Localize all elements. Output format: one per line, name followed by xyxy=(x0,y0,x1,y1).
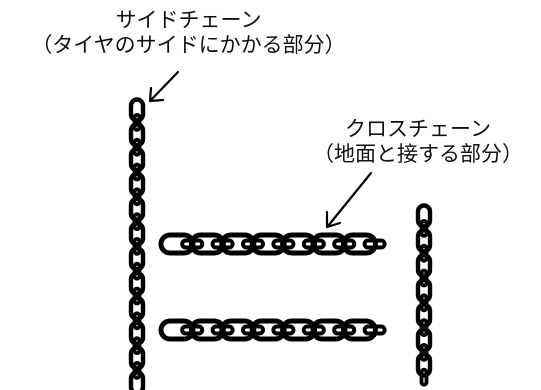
lower-cross-chain-link xyxy=(280,318,318,342)
right-side-chain-link xyxy=(415,203,433,229)
left-side-chain-link xyxy=(128,196,146,222)
lower-cross-chain-link xyxy=(340,318,378,342)
left-side-chain-link xyxy=(132,311,142,331)
right-side-chain-link xyxy=(419,367,429,387)
left-side-chain-link xyxy=(132,286,142,306)
left-side-chain-link xyxy=(128,295,146,322)
upper-cross-chain-link xyxy=(280,232,318,256)
right-side-chain-link xyxy=(415,352,433,378)
side-chain-arrow xyxy=(148,70,180,103)
left-side-chain-link xyxy=(128,97,146,123)
left-side-chain-link xyxy=(128,221,146,247)
lower-cross-chain-link xyxy=(310,318,348,342)
left-side-chain-link xyxy=(132,137,142,157)
right-side-chain-link xyxy=(419,218,429,238)
left-side-chain-link xyxy=(132,261,142,281)
left-side-chain-link xyxy=(132,162,142,182)
left-side-chain-link xyxy=(132,360,142,380)
side-chain-title: サイドチェーン xyxy=(115,8,262,32)
right-side-chain-link xyxy=(419,243,429,263)
right-side-chain-link xyxy=(419,342,429,362)
left-side-chain-link xyxy=(132,113,142,132)
chain-group xyxy=(128,97,433,390)
cross-chain-label: クロスチェーン （地面と接する部分） xyxy=(296,117,540,167)
left-side-chain-link xyxy=(128,246,146,272)
upper-cross-chain-link xyxy=(310,232,348,256)
left-side-chain-link xyxy=(132,212,142,232)
lower-cross-chain-link xyxy=(249,318,287,342)
left-side-chain-link xyxy=(132,236,142,256)
right-side-chain-link xyxy=(415,327,433,353)
left-side-chain-link xyxy=(128,146,146,173)
side-chain-note: （タイヤのサイドにかかる部分） xyxy=(31,33,346,57)
upper-cross-chain-link xyxy=(219,232,257,256)
cross-chain-title: クロスチェーン xyxy=(345,117,491,141)
side-chain-label: サイドチェーン （タイヤのサイドにかかる部分） xyxy=(0,8,377,58)
left-side-chain-link xyxy=(128,345,146,371)
arrow-group xyxy=(148,70,373,229)
lower-cross-chain-link xyxy=(188,318,226,342)
right-side-chain-link xyxy=(415,228,433,254)
right-side-chain-link xyxy=(419,293,429,313)
right-side-chain-link xyxy=(419,318,429,338)
upper-cross-chain-link xyxy=(249,232,287,256)
upper-cross-chain-link xyxy=(188,232,226,256)
lower-cross-chain-link xyxy=(219,318,257,342)
upper-cross-chain-link xyxy=(340,232,378,256)
lower-cross-chain-link xyxy=(362,324,387,336)
right-side-chain-link xyxy=(415,277,433,304)
cross-chain-arrow xyxy=(325,171,373,229)
upper-cross-chain-link xyxy=(158,232,196,256)
left-side-chain-link xyxy=(128,171,146,198)
left-side-chain-link xyxy=(128,270,146,297)
right-side-chain-link xyxy=(419,268,429,288)
left-side-chain-link xyxy=(132,187,142,207)
lower-cross-chain-link xyxy=(158,318,196,342)
left-side-chain-link xyxy=(132,336,142,356)
right-side-chain-link xyxy=(415,252,433,279)
left-side-chain-link xyxy=(128,370,146,390)
cross-chain-note: （地面と接する部分） xyxy=(313,142,523,166)
left-side-chain-link xyxy=(128,122,146,148)
upper-cross-chain-link xyxy=(362,238,387,250)
right-side-chain-link xyxy=(415,302,433,328)
left-side-chain-link xyxy=(128,320,146,346)
